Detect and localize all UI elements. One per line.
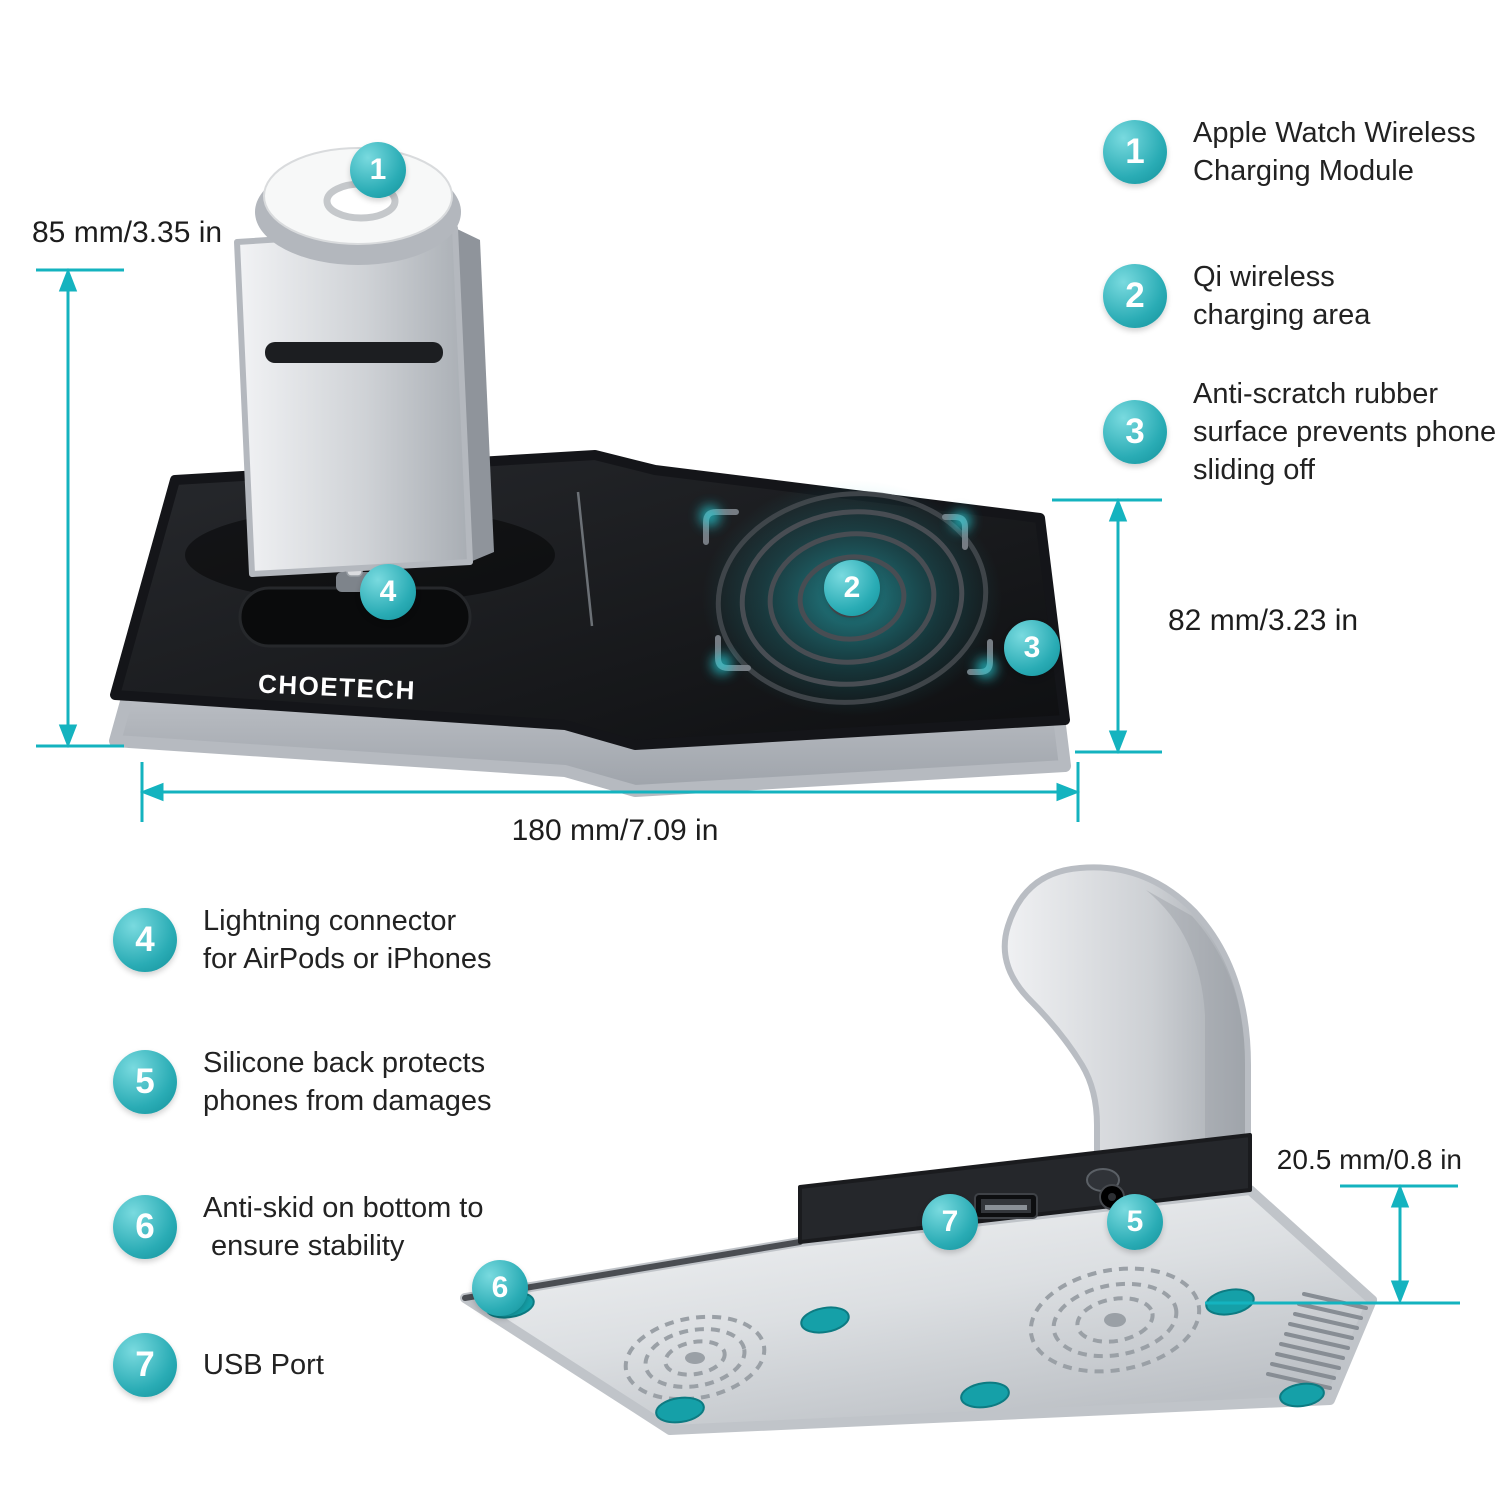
legend-item-anti-skid: 6 Anti-skid on bottom to ensure stabilit… bbox=[113, 1189, 483, 1265]
callout-badge-watch-module: 1 bbox=[350, 142, 406, 198]
callout-number-1: 1 bbox=[369, 153, 387, 186]
legend-number-3: 3 bbox=[1125, 412, 1145, 451]
fan-vent-left-hub bbox=[685, 1352, 705, 1364]
dimension-label-edge: 20.5 mm/0.8 in bbox=[1276, 1144, 1462, 1175]
dimension-label-width: 180 mm/7.09 in bbox=[511, 814, 719, 847]
legend-item-lightning: 4 Lightning connector for AirPods or iPh… bbox=[113, 902, 492, 978]
callout-badge-qi-area: 2 bbox=[824, 560, 880, 616]
callout-number-3: 3 bbox=[1023, 631, 1041, 664]
callout-badge-anti-skid: 6 bbox=[472, 1260, 528, 1316]
legend-text-usb-port: USB Port bbox=[203, 1349, 324, 1381]
legend-number-2: 2 bbox=[1125, 276, 1145, 315]
legend-number-6: 6 bbox=[135, 1207, 155, 1246]
bracket-glow-dots bbox=[700, 506, 996, 678]
dimension-label-height: 85 mm/3.35 in bbox=[32, 216, 223, 249]
stand-arm-shading bbox=[1146, 890, 1245, 1152]
legend-number-1: 1 bbox=[1125, 132, 1145, 171]
legend-text-watch-module: Apple Watch Wireless Charging Module bbox=[1193, 117, 1476, 187]
callout-number-2: 2 bbox=[843, 571, 861, 604]
callout-badge-rubber-surface: 3 bbox=[1004, 620, 1060, 676]
legend-badge-3: 3 bbox=[1103, 400, 1167, 464]
legend-text-silicone-back: Silicone back protects phones from damag… bbox=[203, 1047, 492, 1117]
fan-vent-right-hub bbox=[1104, 1313, 1126, 1327]
watch-stand-side bbox=[455, 228, 494, 562]
legend-badge-4: 4 bbox=[113, 908, 177, 972]
legend-number-5: 5 bbox=[135, 1062, 155, 1101]
legend-badge-5: 5 bbox=[113, 1050, 177, 1114]
surface-seam bbox=[576, 491, 594, 627]
legend-item-usb-port: 7 USB Port bbox=[113, 1333, 324, 1397]
legend-text-qi-area: Qi wireless charging area bbox=[1193, 261, 1371, 331]
qi-rings bbox=[715, 491, 989, 705]
legend-badge-1: 1 bbox=[1103, 120, 1167, 184]
product-front-view bbox=[109, 147, 1071, 797]
watch-stand-slot bbox=[265, 342, 443, 363]
legend-number-7: 7 bbox=[135, 1345, 155, 1384]
stand-arm bbox=[1001, 864, 1251, 1165]
dimension-label-depth: 82 mm/3.23 in bbox=[1168, 604, 1359, 637]
legend-item-rubber-surface: 3 Anti-scratch rubber surface prevents p… bbox=[1103, 375, 1496, 489]
callout-number-7: 7 bbox=[941, 1205, 959, 1238]
legend-number-4: 4 bbox=[135, 920, 155, 959]
legend-item-silicone-back: 5 Silicone back protects phones from dam… bbox=[113, 1044, 492, 1120]
callout-badge-silicone-back: 5 bbox=[1107, 1194, 1163, 1250]
callout-number-4: 4 bbox=[379, 575, 397, 608]
legend-badge-6: 6 bbox=[113, 1195, 177, 1259]
callout-number-6: 6 bbox=[491, 1271, 509, 1304]
lightning-recess bbox=[238, 586, 472, 648]
legend-text-lightning: Lightning connector for AirPods or iPhon… bbox=[203, 905, 492, 975]
legend-item-qi-area: 2 Qi wireless charging area bbox=[1103, 258, 1370, 334]
legend-text-rubber-surface: Anti-scratch rubber surface prevents pho… bbox=[1193, 378, 1497, 486]
watch-stand-front bbox=[234, 225, 473, 577]
legend-item-watch-module: 1 Apple Watch Wireless Charging Module bbox=[1103, 114, 1476, 190]
usb-port bbox=[974, 1193, 1038, 1219]
product-bottom-view bbox=[460, 864, 1377, 1435]
legend-text-anti-skid: Anti-skid on bottom to ensure stability bbox=[203, 1192, 484, 1262]
legend-badge-2: 2 bbox=[1103, 264, 1167, 328]
dock-side-edge bbox=[798, 1133, 1252, 1244]
side-vent-ribs bbox=[1266, 1292, 1368, 1390]
callout-badge-usb-port: 7 bbox=[922, 1194, 978, 1250]
legend-badge-7: 7 bbox=[113, 1333, 177, 1397]
callout-number-5: 5 bbox=[1126, 1205, 1144, 1238]
callout-badge-lightning: 4 bbox=[360, 564, 416, 620]
